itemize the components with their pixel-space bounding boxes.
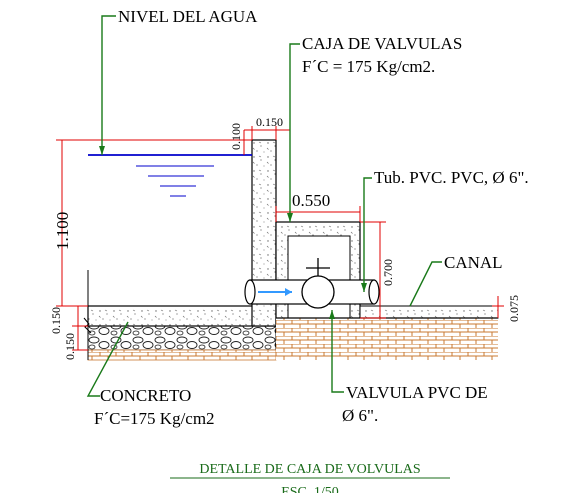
label-water-level: NIVEL DEL AGUA	[118, 7, 258, 26]
leader-canal	[409, 261, 442, 307]
gravel-base	[87, 325, 277, 351]
label-concrete-2: F´C=175 Kg/cm2	[94, 409, 215, 428]
leader-lines	[86, 15, 442, 397]
drawing-scale: ESC. 1/50	[281, 485, 339, 493]
pipe-and-valve	[244, 258, 380, 309]
leader-valve	[331, 310, 344, 393]
dim-water-depth: 1.100	[53, 212, 72, 250]
dim-wall-top: 0.100	[229, 123, 243, 150]
label-valve-1: VALVULA PVC DE	[346, 383, 488, 402]
drawing-title: DETALLE DE CAJA DE VOLVULAS	[199, 462, 420, 477]
valve-body	[301, 275, 335, 309]
dim-canal-step: 0.075	[507, 295, 521, 322]
concrete-slab	[87, 305, 277, 327]
flow-arrow-head	[285, 288, 292, 296]
dim-slab: 0.150	[49, 307, 63, 334]
leader-arrowheads	[99, 146, 367, 319]
dimension-lines	[56, 126, 504, 351]
dim-wall-thickness: 0.150	[256, 115, 283, 129]
brick-foundation-left	[87, 349, 277, 361]
leader-water-level	[101, 15, 116, 155]
label-pipe: Tub. PVC. PVC, Ø 6".	[374, 168, 529, 187]
pipe-end-left	[244, 279, 256, 305]
label-canal: CANAL	[444, 253, 503, 272]
dim-box-height: 0.700	[381, 259, 395, 286]
brick-canal	[276, 318, 498, 360]
canal-lining	[359, 305, 499, 319]
label-valve-box-2: F´C = 175 Kg/cm2.	[302, 57, 435, 76]
leader-concrete	[86, 321, 129, 397]
leader-valve-box	[289, 43, 300, 222]
label-valve-2: Ø 6".	[342, 406, 378, 425]
water-symbol	[88, 154, 252, 197]
structure	[83, 139, 499, 361]
dim-box-width: 0.550	[292, 191, 330, 210]
dim-base: 0.150	[63, 333, 77, 360]
label-concrete-1: CONCRETO	[100, 386, 191, 405]
label-valve-box-1: CAJA DE VALVULAS	[302, 34, 462, 53]
pipe-end-right	[368, 279, 380, 305]
leader-pipe	[363, 177, 372, 292]
